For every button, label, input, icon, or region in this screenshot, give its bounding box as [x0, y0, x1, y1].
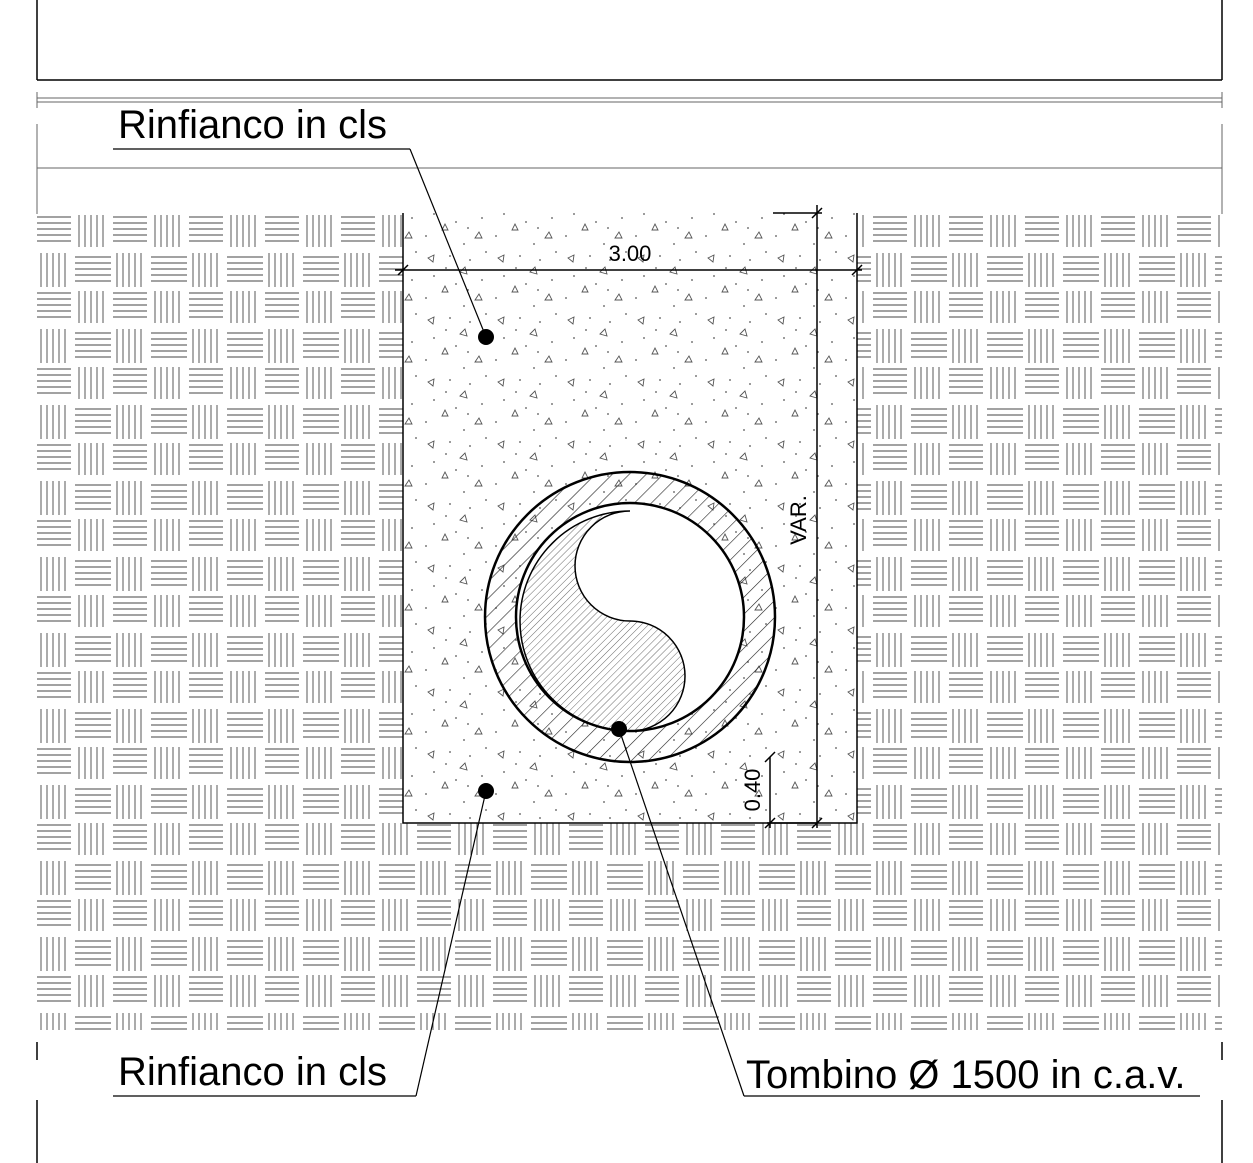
leader-dot-bottom: [478, 783, 494, 799]
frame-lines: [36, 0, 1223, 81]
trench-outline: [402, 213, 858, 824]
yin-yang-hatch: [519, 510, 686, 732]
pipe: [483, 470, 777, 764]
leader-dot-top: [478, 329, 494, 345]
callout-top: Rinfianco in cls: [118, 103, 387, 147]
dim-width: 3.00: [609, 241, 652, 266]
callout-pipe: Tombino Ø 1500 in c.a.v.: [746, 1053, 1186, 1097]
leader-dot-pipe: [611, 721, 627, 737]
dim-height: VAR.: [786, 495, 811, 545]
road-layers: [36, 92, 1223, 214]
frame-sides: [36, 1042, 1223, 1163]
leader-lines: [113, 148, 1200, 1097]
dim-bedding: 0.40: [740, 769, 765, 812]
callout-bottom: Rinfianco in cls: [118, 1050, 387, 1094]
dimension-lines: [395, 205, 863, 829]
